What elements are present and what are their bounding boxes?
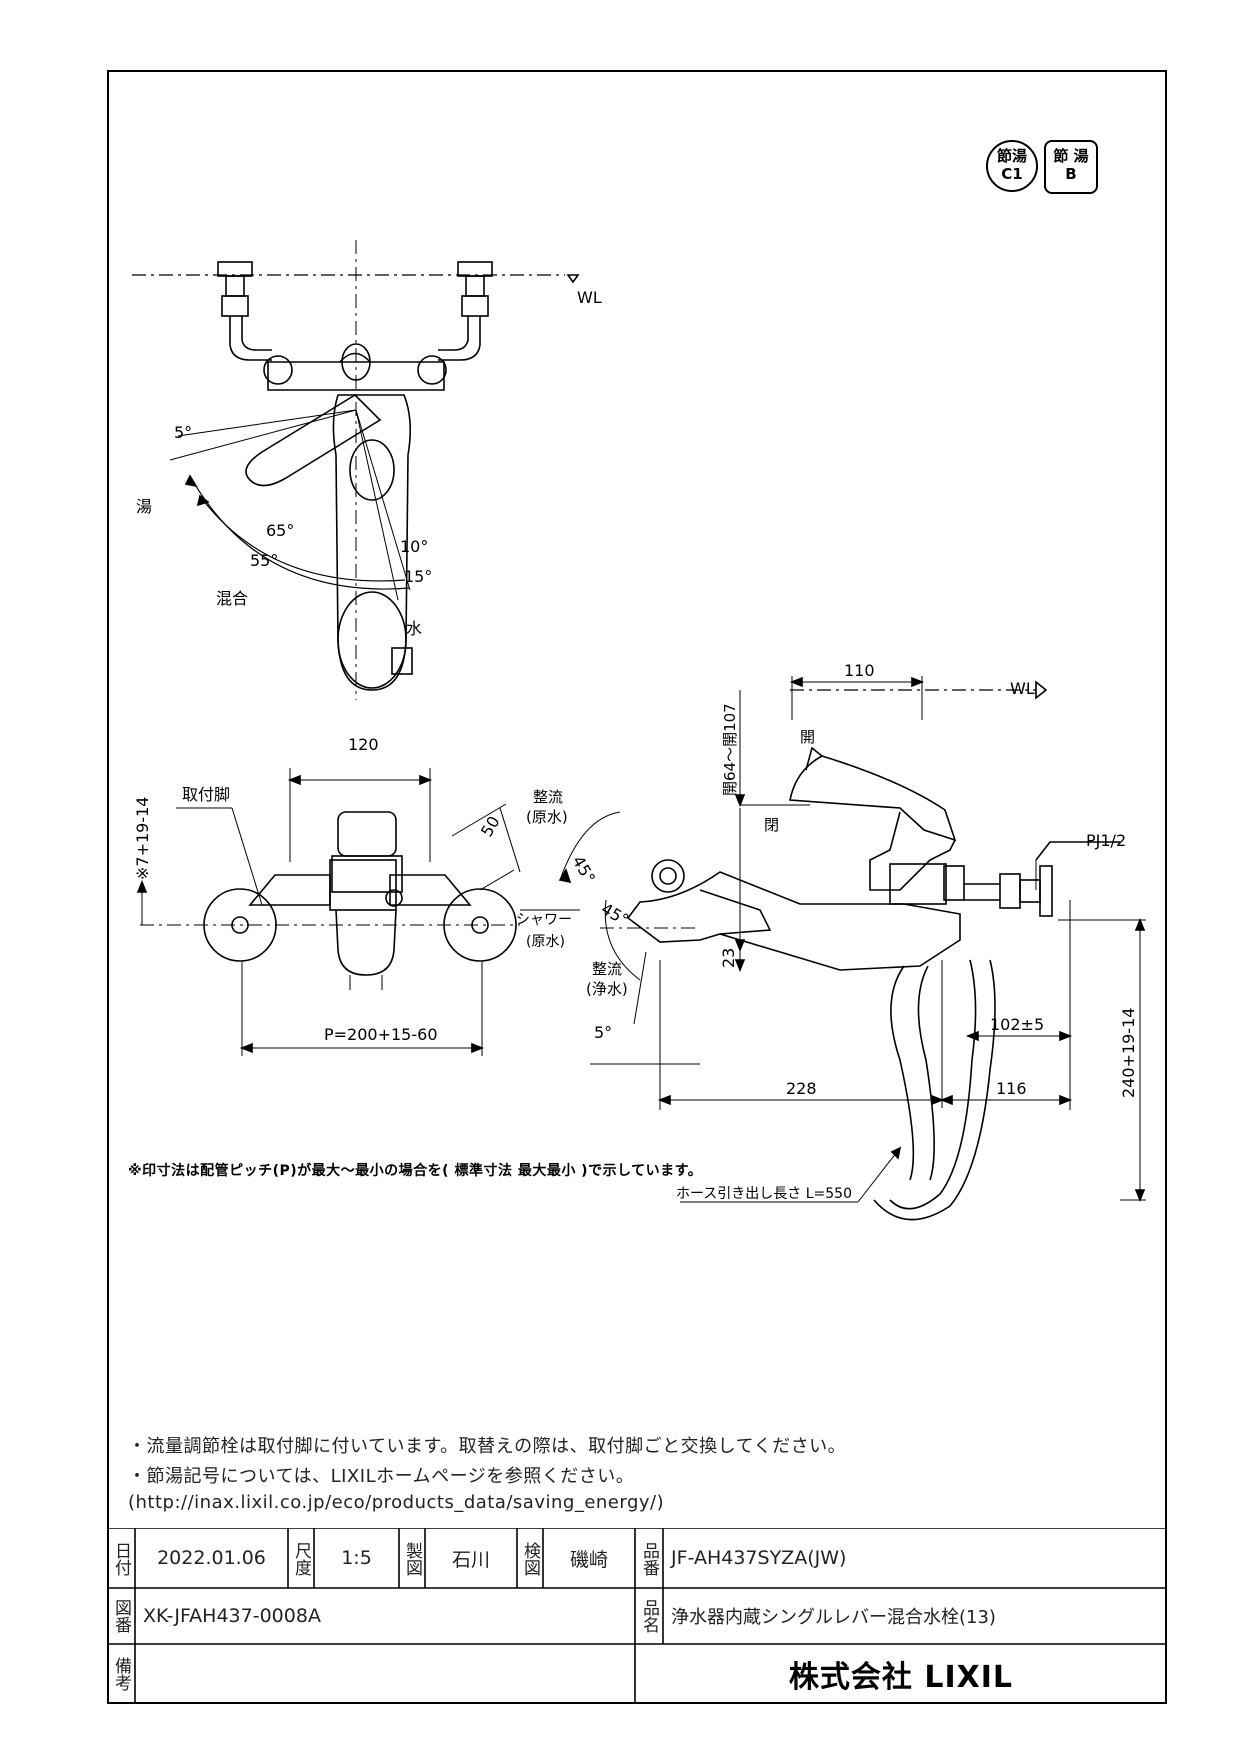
badge-c1-line1: 節湯 [996, 147, 1027, 165]
note-line-1: ・流量調節栓は取付脚に付いています。取替えの際は、取付脚ごと交換してください。 [128, 1436, 847, 1457]
remarks-label: 備考 [111, 1657, 131, 1691]
drawn-label: 製図 [402, 1542, 422, 1576]
side-width-110-label: 110 [844, 661, 875, 680]
checked-value: 磯崎 [569, 1548, 608, 1571]
angle-5-label: 5° [174, 423, 192, 442]
product-name-label: 品名 [639, 1599, 659, 1633]
cold-label: 水 [406, 619, 422, 638]
angle-15-label: 15° [404, 567, 432, 586]
checked-label: 検図 [520, 1542, 540, 1576]
angle-65-label: 65° [266, 521, 294, 540]
shower-sub-label: (原水) [526, 934, 565, 950]
dim-228-label: 228 [786, 1079, 817, 1098]
top-view [132, 240, 580, 700]
product-no-value: JF-AH437SYZA(JW) [671, 1547, 847, 1569]
drawing-sheet-border [107, 70, 1167, 1704]
flow-pure-sub-label: (浄水) [586, 980, 628, 998]
angle-45b-label: 45° [598, 899, 632, 930]
note-line-2: ・節湯記号については、LIXILホームページを参照ください。 [128, 1466, 635, 1487]
dim-102-label: 102±5 [990, 1015, 1044, 1034]
front-offset-label: ※7+19-14 [133, 797, 152, 880]
close-label: 閉 [764, 816, 779, 834]
drawn-value: 石川 [451, 1548, 490, 1571]
scale-label: 尺度 [291, 1542, 311, 1576]
scale-value: 1:5 [341, 1547, 372, 1569]
front-width-label: 120 [348, 735, 379, 754]
note-url: (http://inax.lixil.co.jp/eco/products_da… [128, 1492, 665, 1513]
side-view [558, 676, 1146, 1221]
date-value: 2022.01.06 [157, 1547, 266, 1569]
saving-hot-water-c1-badge: 節湯 C1 [986, 140, 1038, 192]
hose-length-label: ホース引き出し長さ L=550 [676, 1186, 852, 1202]
badge-c1-line2: C1 [1001, 165, 1023, 183]
drawing-no-label: 図番 [111, 1599, 131, 1633]
front-diag-label: 50 [477, 813, 504, 840]
pj-label: PJ1/2 [1086, 831, 1126, 850]
angle-5-side-label: 5° [594, 1023, 612, 1042]
top-wl-label: WL [577, 288, 602, 307]
hot-label: 湯 [136, 497, 152, 516]
title-block-grid [107, 1528, 1167, 1704]
front-view [136, 768, 580, 1056]
angle-10-label: 10° [400, 537, 428, 556]
side-wl-label: WL [1010, 679, 1035, 698]
flow-raw-sub-label: (原水) [526, 808, 568, 826]
badge-b-line1: 節 湯 [1053, 147, 1089, 165]
saving-hot-water-b-badge: 節 湯 B [1044, 140, 1098, 194]
pitch-label: P=200+15-60 [324, 1025, 438, 1044]
angle-45a-label: 45° [569, 853, 600, 887]
flow-pure-label: 整流 [592, 960, 622, 978]
shower-label: シャワー [516, 912, 572, 928]
product-no-label: 品番 [639, 1542, 659, 1576]
open-range-label: 開64～開107 [721, 703, 739, 796]
mix-label: 混合 [216, 589, 248, 608]
angle-55-label: 55° [250, 551, 278, 570]
company-logo: 株式会社 LIXIL [788, 1660, 1014, 1695]
dim-116-label: 116 [996, 1079, 1027, 1098]
height-23-label: 23 [719, 948, 738, 968]
mount-leg-label: 取付脚 [182, 785, 230, 804]
product-name-value: 浄水器内蔵シングルレバー混合水栓(13) [671, 1607, 996, 1628]
title-block: 日付 2022.01.06 尺度 1:5 製図 石川 検図 磯崎 品番 JF-A… [107, 1528, 1167, 1704]
badge-b-line2: B [1065, 165, 1077, 183]
drawing-no-value: XK-JFAH437-0008A [143, 1605, 321, 1627]
flow-raw-label: 整流 [533, 788, 563, 806]
asterisk-note: ※印寸法は配管ピッチ(P)が最大～最小の場合を( 標準寸法 最大最小 )で示して… [128, 1163, 703, 1179]
dim-240-label: 240+19-14 [1119, 1008, 1138, 1098]
date-label: 日付 [111, 1542, 131, 1576]
open-label: 開 [800, 728, 815, 746]
